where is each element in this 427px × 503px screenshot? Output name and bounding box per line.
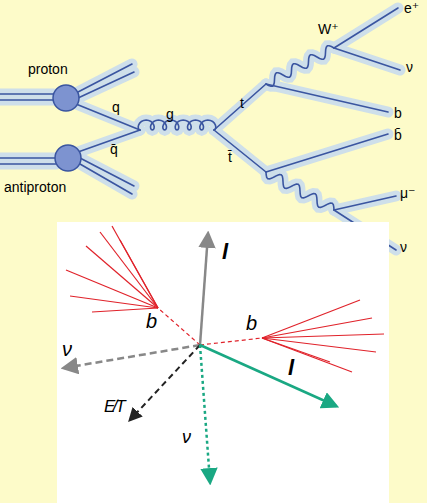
- quark-line: [76, 104, 140, 130]
- beam-line: [0, 94, 54, 100]
- gluon-line: [138, 120, 216, 130]
- particle-label: proton: [28, 62, 68, 77]
- particle-label: b̄: [394, 128, 402, 143]
- quark-line: [78, 130, 140, 152]
- lepton-line: [334, 196, 396, 210]
- quark-line: [78, 130, 140, 152]
- particle-label: g: [166, 107, 174, 122]
- w-boson-line: [266, 172, 334, 210]
- neutrino-arrow: [64, 345, 200, 368]
- event-display-panel: [57, 222, 389, 503]
- event-label: l: [222, 240, 228, 264]
- particle-label: t: [240, 96, 244, 111]
- event-label: ν: [62, 338, 72, 360]
- particle-label: antiproton: [4, 180, 66, 195]
- b-line: [266, 134, 388, 172]
- particle-label: q̄: [110, 142, 118, 157]
- lepton-line: [334, 8, 398, 48]
- b-line: [266, 134, 388, 172]
- lepton-arrow: [200, 234, 208, 345]
- spectator-line: [80, 158, 134, 194]
- top-line: [214, 84, 266, 130]
- lepton-line: [334, 8, 398, 48]
- particle-lines: [0, 8, 400, 250]
- neutrino-line: [334, 48, 400, 70]
- beam-line: [0, 158, 56, 164]
- particle-label: μ⁻: [400, 186, 415, 201]
- particle-label: e⁺: [404, 1, 419, 16]
- gluon-line: [138, 120, 216, 130]
- particle-label: b: [394, 106, 402, 121]
- glow: [0, 8, 400, 250]
- neutrino-arrow: [200, 345, 210, 482]
- particle-label: ν: [406, 60, 413, 75]
- w-boson-line: [266, 172, 334, 210]
- w-boson-line: [266, 46, 334, 87]
- b-line: [266, 84, 388, 112]
- top-line: [214, 84, 266, 130]
- proton-blob: [53, 85, 79, 111]
- event-label: l: [288, 356, 294, 380]
- antiproton-blob: [55, 145, 81, 171]
- met-arrow: [130, 345, 200, 420]
- spectator-line: [80, 158, 134, 194]
- spectator-line: [78, 64, 134, 98]
- neutrino-line: [334, 48, 400, 70]
- beam-line: [0, 94, 54, 100]
- event-label: E̸T: [104, 398, 126, 417]
- particle-label: t̄: [228, 150, 232, 165]
- spectator-line: [78, 64, 134, 98]
- b-line: [266, 84, 388, 112]
- left-jet: [66, 226, 200, 345]
- event-label: b: [246, 312, 257, 334]
- beam-line: [0, 158, 56, 164]
- particle-label: q: [112, 100, 120, 115]
- lepton-arrow: [200, 345, 336, 406]
- event-label: b: [146, 310, 157, 332]
- lepton-line: [334, 196, 396, 210]
- top-line: [214, 130, 266, 172]
- event-label: ν: [182, 428, 191, 448]
- particle-label: W⁺: [318, 22, 339, 37]
- top-line: [214, 130, 266, 172]
- quark-line: [76, 104, 140, 130]
- w-boson-line: [266, 46, 334, 87]
- particle-label: ν: [400, 240, 407, 255]
